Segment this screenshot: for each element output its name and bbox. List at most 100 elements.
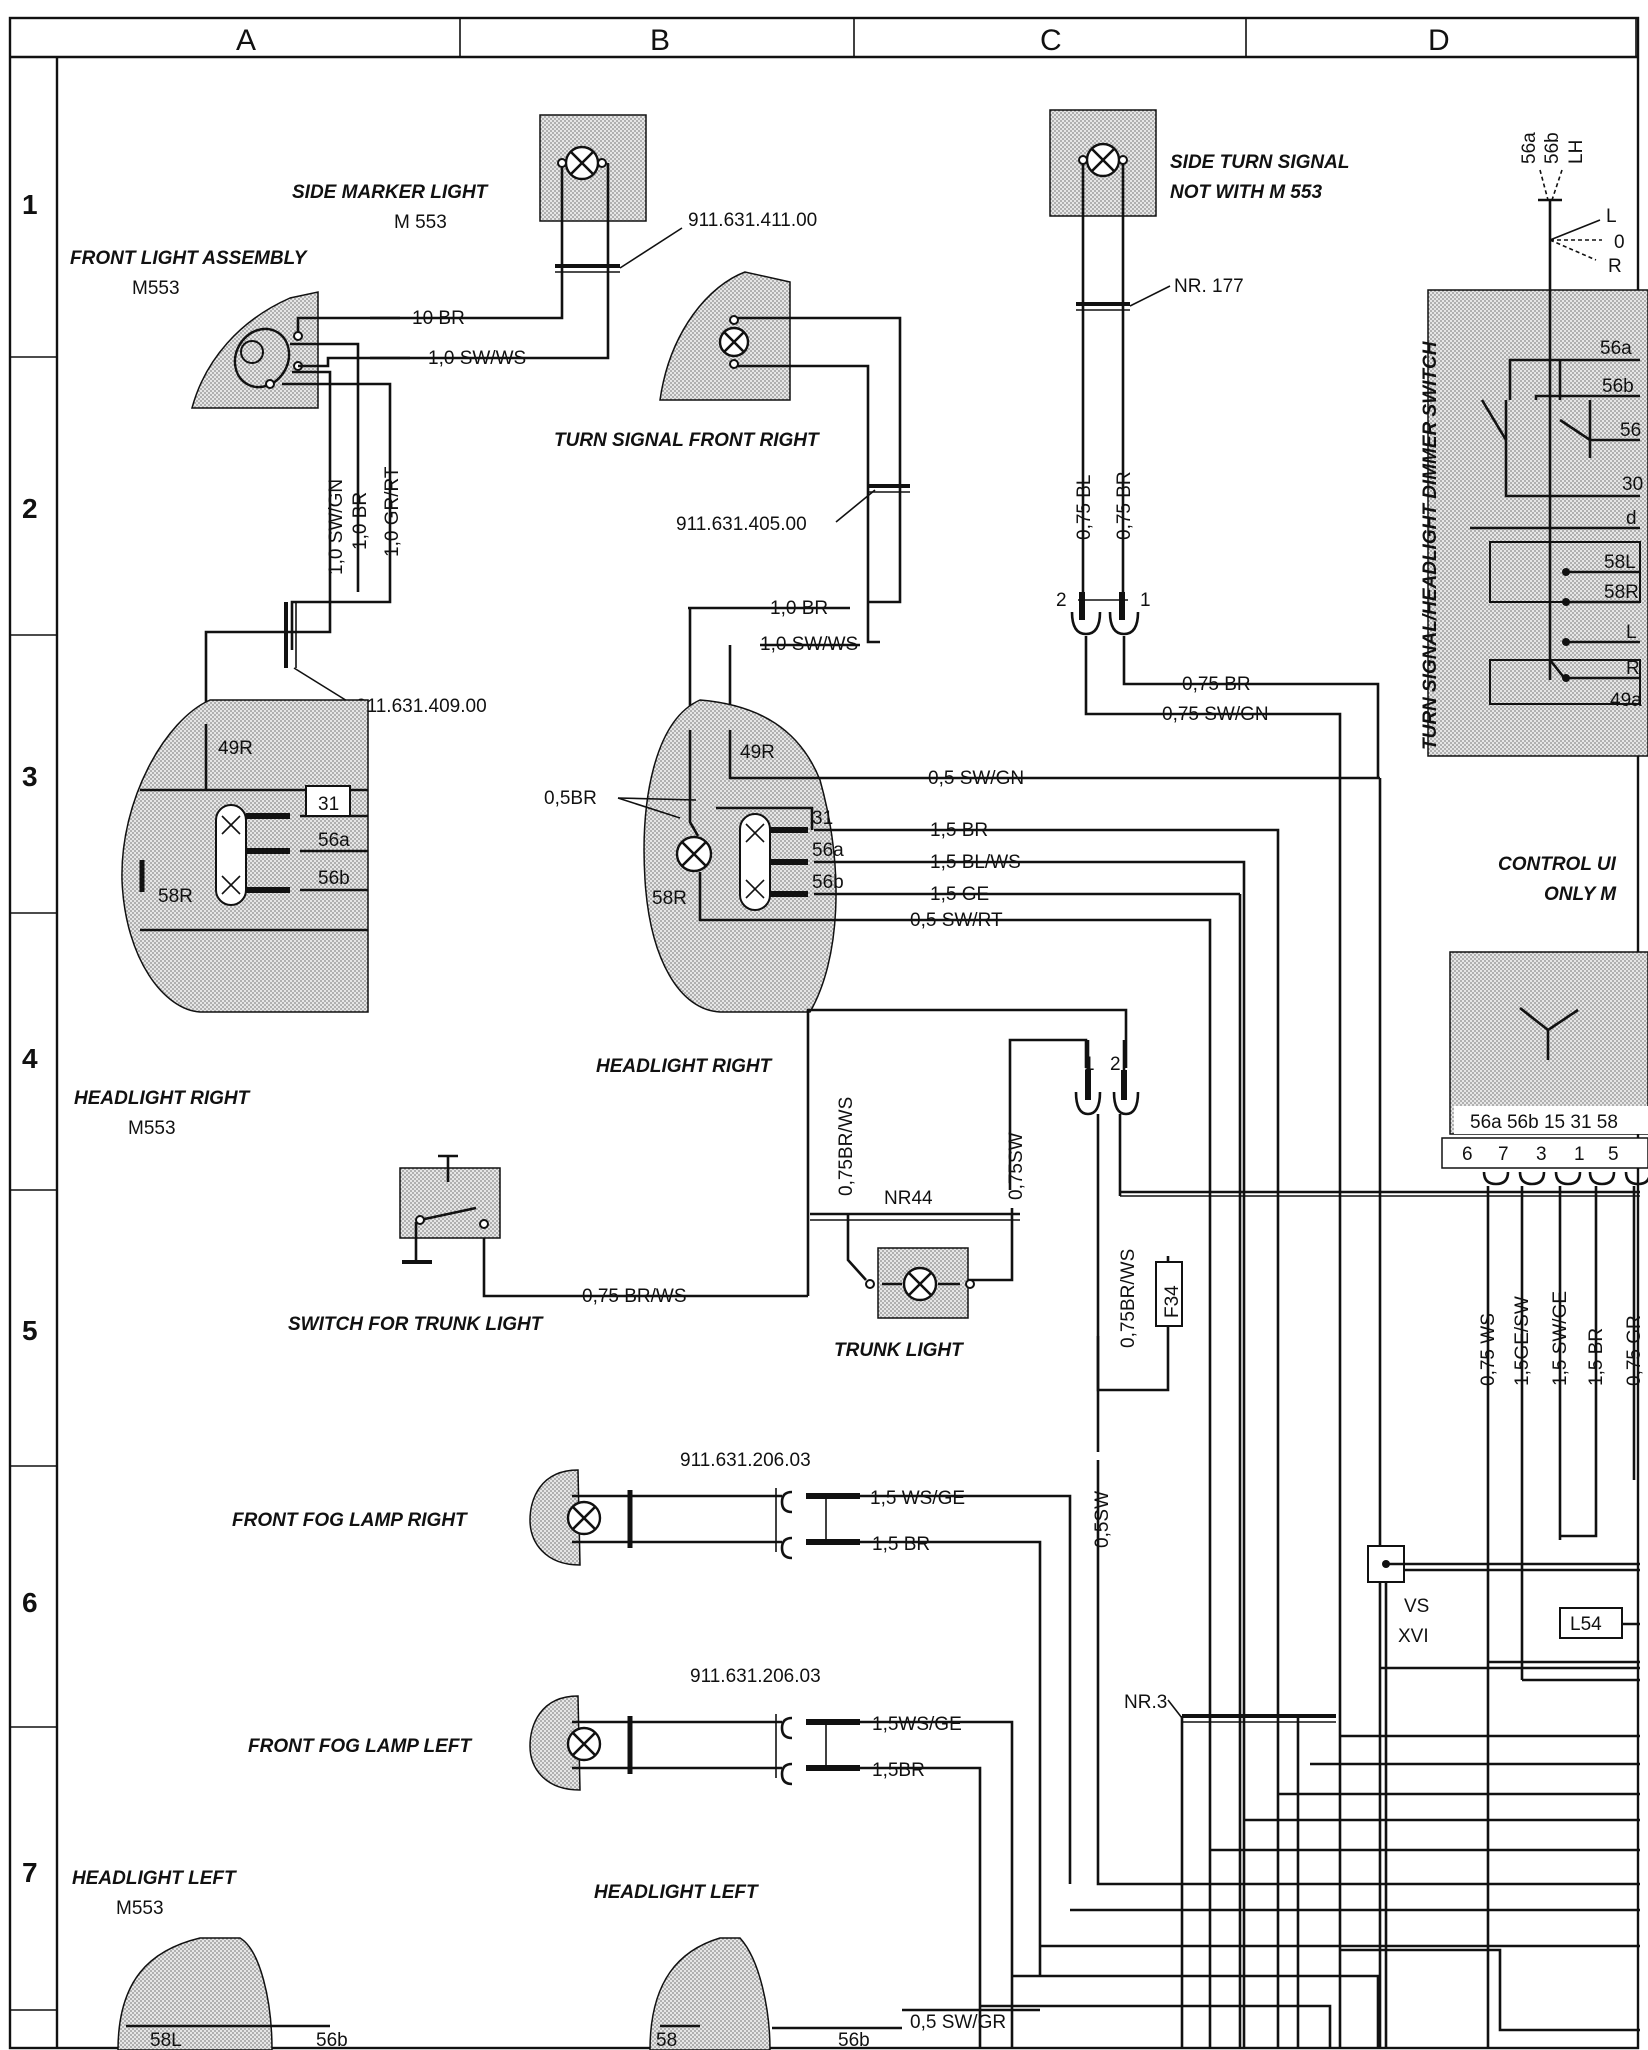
s-56: 56 — [1620, 420, 1641, 441]
pin-7: 7 — [1498, 1144, 1509, 1165]
col-c: C — [1040, 24, 1062, 57]
turn-signal-front-right: TURN SIGNAL FRONT RIGHT 911.631.405.00 1… — [554, 271, 910, 722]
trunk-light-section: HEADLIGHT RIGHT 1 2 0,75BR/WS 0,75SW NR4… — [288, 1008, 1640, 1886]
wire-05swgn: 0,5 SW/GN — [928, 768, 1024, 789]
conn-2b: 2 — [1110, 1054, 1121, 1075]
term-56b-left-b: 56b — [838, 2030, 870, 2050]
d-lh: LH — [1566, 140, 1587, 164]
wire-15br-cu: 1,5 BR — [1586, 1328, 1607, 1386]
term-56b-b: 56b — [812, 872, 844, 893]
wire-15wsge-l: 1,5WS/GE — [872, 1714, 962, 1735]
headlight-left-b-label: HEADLIGHT LEFT — [594, 1882, 759, 1903]
vs: VS — [1404, 1596, 1429, 1617]
side-marker-label: SIDE MARKER LIGHT — [292, 182, 489, 203]
harness-nr3: NR.3 VS XVI L54 — [980, 1545, 1640, 2048]
row-5: 5 — [22, 1315, 38, 1346]
term-58l-a: 58L — [150, 2030, 182, 2050]
wire-075swgn: 0,75 SW/GN — [1162, 704, 1269, 725]
xvi: XVI — [1398, 1626, 1429, 1647]
front-fog-lamp-right: 911.631.206.03 FRONT FOG LAMP RIGHT 1,5 … — [232, 1450, 1072, 1976]
headlight-right-a-variant: M553 — [128, 1118, 176, 1139]
term-58-left-b: 58 — [656, 2030, 677, 2050]
wire-15br-l: 1,5BR — [872, 1760, 925, 1781]
wire-15br-fog: 1,5 BR — [872, 1534, 930, 1555]
side-turn-signal: SIDE TURN SIGNAL NOT WITH M 553 NR. 177 … — [1049, 109, 1380, 2048]
wire-15wsge: 1,5 WS/GE — [870, 1488, 965, 1509]
term-58r-a: 58R — [158, 886, 193, 907]
s-56a: 56a — [1600, 338, 1632, 359]
s-R: R — [1626, 658, 1640, 679]
side-turn-signal-l1: SIDE TURN SIGNAL — [1170, 152, 1349, 173]
s-49a: 49a — [1610, 690, 1642, 711]
s-30: 30 — [1622, 474, 1643, 495]
headlight-right-a-label: HEADLIGHT RIGHT — [74, 1088, 251, 1109]
row-6: 6 — [22, 1587, 38, 1618]
d-R: R — [1608, 256, 1622, 277]
col-d: D — [1428, 24, 1450, 57]
term-56a-a: 56a — [318, 830, 350, 851]
wire-075sw-v: 0,75SW — [1006, 1132, 1027, 1200]
conn-2: 2 — [1056, 590, 1067, 611]
wire-075brws-v: 0,75BR/WS — [836, 1097, 857, 1196]
headlight-left: HEADLIGHT LEFT M553 58L 56b HEADLIGHT LE… — [72, 1868, 1040, 2050]
side-marker-light: SIDE MARKER LIGHT M 553 911.631.411.00 1… — [292, 114, 817, 369]
front-fog-right-label: FRONT FOG LAMP RIGHT — [232, 1510, 468, 1531]
wire-05swgr: 0,5 SW/GR — [910, 2012, 1006, 2033]
term-49r-a: 49R — [218, 738, 253, 759]
dimmer-switch: 56a 56b LH L 0 R TURN SIGNAL/HEADLIGHT D… — [1420, 132, 1648, 757]
row-3: 3 — [22, 761, 38, 792]
s-58l: 58L — [1604, 552, 1636, 573]
row-7: 7 — [22, 1857, 38, 1888]
headlight-right-a: 31 56a 56b 58R 49R HEADLIGHT RIGHT M553 — [74, 699, 369, 1139]
front-light-assembly: FRONT LIGHT ASSEMBLY M553 1,0 SW/GN 1,0 … — [70, 248, 487, 720]
front-light-variant: M553 — [132, 278, 180, 299]
cu-pins: 56a 56b 15 31 58 — [1470, 1112, 1618, 1133]
wire-075gr: 0,75 GR — [1624, 1315, 1645, 1386]
wire-075br: 0,75 BR — [1182, 674, 1251, 695]
row-4: 4 — [22, 1043, 38, 1074]
term-58r-b: 58R — [652, 888, 687, 909]
conn-1: 1 — [1140, 590, 1151, 611]
nr44: NR44 — [884, 1188, 933, 1209]
nr3: NR.3 — [1124, 1692, 1167, 1713]
f34: F34 — [1162, 1285, 1183, 1318]
wire-15br: 1,5 BR — [930, 820, 988, 841]
part-405: 911.631.405.00 — [676, 514, 807, 535]
conn-1b: 1 — [1084, 1054, 1095, 1075]
part-206b: 911.631.206.03 — [690, 1666, 821, 1687]
wire-15swge: 1,5 SW/GE — [1550, 1291, 1571, 1386]
dimmer-switch-label: TURN SIGNAL/HEADLIGHT DIMMER SWITCH — [1420, 340, 1441, 750]
wire-075br-v: 0,75 BR — [1114, 471, 1135, 540]
switch-trunk-label: SWITCH FOR TRUNK LIGHT — [288, 1314, 544, 1335]
wire-10br: 10 BR — [412, 308, 465, 329]
row-1: 1 — [22, 189, 38, 220]
d-56a: 56a — [1519, 132, 1540, 164]
term-49r-b: 49R — [740, 742, 775, 763]
wire-075bl: 0,75 BL — [1074, 475, 1095, 541]
s-d: d — [1626, 508, 1637, 529]
wire-075ws: 0,75 WS — [1478, 1313, 1499, 1386]
l54: L54 — [1570, 1614, 1602, 1635]
column-headers: A B C D — [236, 24, 1450, 57]
pin-5: 5 — [1608, 1144, 1619, 1165]
control-unit: CONTROL UI ONLY M 56a 56b 15 31 58 6 7 3… — [1120, 854, 1648, 2048]
turn-signal-front-right-label: TURN SIGNAL FRONT RIGHT — [554, 430, 820, 451]
pin-3: 3 — [1536, 1144, 1547, 1165]
term-56b-left-a: 56b — [316, 2030, 348, 2050]
row-labels: 1 2 3 4 5 6 7 — [22, 189, 38, 1888]
wire-05sw-v: 0,5SW — [1092, 1491, 1113, 1548]
wire-05swrt: 0,5 SW/RT — [910, 910, 1003, 931]
part-411: 911.631.411.00 — [688, 210, 817, 231]
front-fog-left-label: FRONT FOG LAMP LEFT — [248, 1736, 472, 1757]
s-56b: 56b — [1602, 376, 1634, 397]
wire-075brws-v2: 0,75BR/WS — [1118, 1249, 1139, 1348]
d-L: L — [1606, 206, 1617, 227]
col-a: A — [236, 24, 256, 57]
wire-15ge: 1,5 GE — [930, 884, 989, 905]
wire-05br: 0,5BR — [544, 788, 597, 809]
front-light-label: FRONT LIGHT ASSEMBLY — [70, 248, 309, 269]
d-0: 0 — [1614, 232, 1625, 253]
headlight-right-b: 0,5BR 31 56a 56b 58R 49R 0,5 SW/GN 1,5 B… — [544, 699, 1382, 2048]
part-206a: 911.631.206.03 — [680, 1450, 811, 1471]
